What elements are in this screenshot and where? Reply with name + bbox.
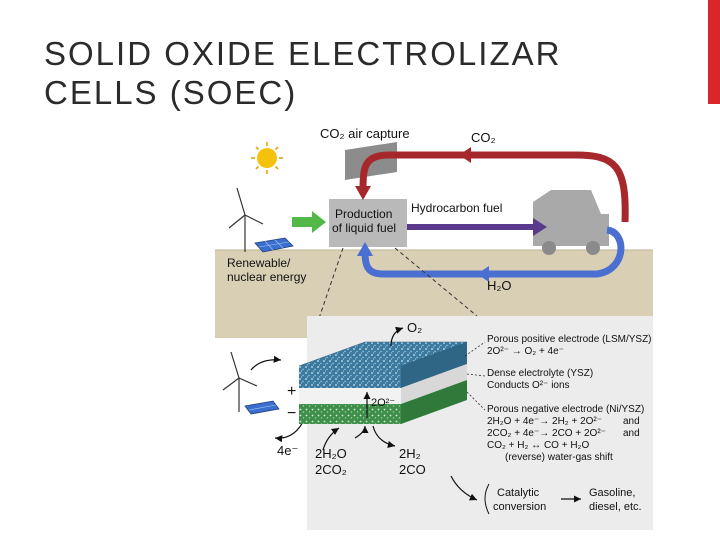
catalytic-bracket xyxy=(484,483,490,515)
electrolyte-side xyxy=(401,364,467,404)
reactant-arrow-1 xyxy=(322,427,340,451)
reactant-h2o-label: 2H₂O xyxy=(315,446,347,461)
wind-turbine-icon xyxy=(228,187,264,252)
catalytic-label-line-2: conversion xyxy=(493,501,546,513)
electrolyte-front xyxy=(299,388,401,404)
circuit-wire-top xyxy=(250,355,282,371)
production-box xyxy=(329,199,407,247)
sun-icon xyxy=(251,142,283,174)
oxygen-out-arrow xyxy=(390,326,404,347)
h2o-label: H₂O xyxy=(487,278,512,293)
negative-reaction-3: CO₂ + H₂ ↔ CO + H₂O xyxy=(487,440,589,451)
o2-label: O₂ xyxy=(407,320,422,335)
gasoline-label-line-2: diesel, etc. xyxy=(589,501,642,513)
gasoline-label-line-1: Gasoline, xyxy=(589,487,635,499)
product-h2-label: 2H₂ xyxy=(399,446,421,461)
leader-lines xyxy=(464,341,486,411)
solar-panel-icon-bottom xyxy=(244,400,280,415)
h2o-loop-arrow xyxy=(361,226,625,278)
co2-label: CO₂ xyxy=(471,130,496,145)
negative-reaction-2: 2CO₂ + 4e⁻→ 2CO + 2O²⁻ xyxy=(487,428,606,439)
hydrocarbon-fuel-label: Hydrocarbon fuel xyxy=(411,201,502,215)
reactant-co2-label: 2CO₂ xyxy=(315,462,347,477)
negative-reaction-4: (reverse) water-gas shift xyxy=(505,452,613,463)
co2-air-capture-label: CO₂ air capture xyxy=(320,126,410,141)
production-label-line-2: of liquid fuel xyxy=(332,221,396,235)
slide-title: SOLID OXIDE ELECTROLIZAR CELLS (SOEC) xyxy=(44,34,561,112)
negative-electrode-front xyxy=(299,404,401,424)
reactant-arrow-2 xyxy=(354,425,369,439)
slide-title-line-1: SOLID OXIDE ELECTROLIZAR xyxy=(44,35,562,72)
car-icon xyxy=(533,190,609,255)
wind-turbine-icon-bottom xyxy=(222,351,258,412)
positive-electrode-title: Porous positive electrode (LSM/YSZ) xyxy=(487,334,652,345)
product-arrow xyxy=(372,425,396,448)
renewable-label-line-1: Renewable/ xyxy=(227,256,291,270)
plus-terminal-label: + xyxy=(287,383,296,400)
negative-reaction-1-and: and xyxy=(623,416,640,427)
co2-loop-arrow xyxy=(359,151,629,223)
positive-electrode-reaction: 2O²⁻ → O₂ + 4e⁻ xyxy=(487,346,564,357)
negative-electrode-side xyxy=(401,380,467,424)
accent-bar xyxy=(708,0,720,104)
production-label-line-1: Production xyxy=(335,207,392,221)
electrolyte-description: Conducts O²⁻ ions xyxy=(487,380,570,391)
negative-reaction-1: 2H₂O + 4e⁻→ 2H₂ + 2O²⁻ xyxy=(487,416,602,427)
oxygen-ion-label: 2O²⁻ xyxy=(371,397,395,409)
negative-electrode-title: Porous negative electrode (Ni/YSZ) xyxy=(487,404,644,415)
soec-diagram: CO₂ air capture CO₂ Production of liquid… xyxy=(215,126,653,530)
slide-title-line-2: CELLS (SOEC) xyxy=(44,74,298,111)
solar-panel-icon xyxy=(254,237,294,253)
energy-input-arrow xyxy=(292,211,326,233)
electrons-label: 4e⁻ xyxy=(277,443,298,458)
fuel-arrow xyxy=(407,218,547,236)
minus-terminal-label: − xyxy=(287,405,296,422)
electrolyte-title: Dense electrolyte (YSZ) xyxy=(487,368,593,379)
catalytic-label-line-1: Catalytic xyxy=(497,487,540,499)
products-to-catalytic-arrow xyxy=(450,475,478,501)
positive-electrode-side xyxy=(401,342,467,388)
positive-electrode-front xyxy=(299,366,401,388)
product-co-label: 2CO xyxy=(399,462,426,477)
negative-reaction-2-and: and xyxy=(623,428,640,439)
renewable-label-line-2: nuclear energy xyxy=(227,270,306,284)
